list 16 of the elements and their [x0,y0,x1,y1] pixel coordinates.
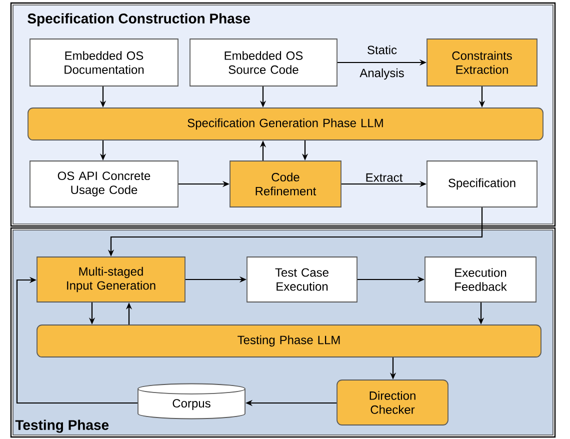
process-box: Execution Feedback [424,256,536,302]
process-box: Constraints Extraction [426,38,538,86]
process-box: Embedded OS Source Code [190,38,338,86]
edge-label: Static Analysis [360,45,404,80]
process-box: Specification [426,160,538,208]
process-box: Test Case Execution [246,256,358,302]
process-box: Multi-staged Input Generation [36,256,186,302]
process-box: OS API Concrete Usage Code [30,160,178,208]
process-box: Specification Generation Phase LLM [28,108,544,140]
process-box: Code Refinement [230,160,342,208]
database-cylinder: Corpus [138,383,246,420]
process-box: Direction Checker [336,380,448,426]
process-box: Embedded OS Documentation [30,38,178,86]
process-box: Testing Phase LLM [36,324,542,358]
arrow [16,276,138,404]
edge-label: Extract [366,173,403,182]
